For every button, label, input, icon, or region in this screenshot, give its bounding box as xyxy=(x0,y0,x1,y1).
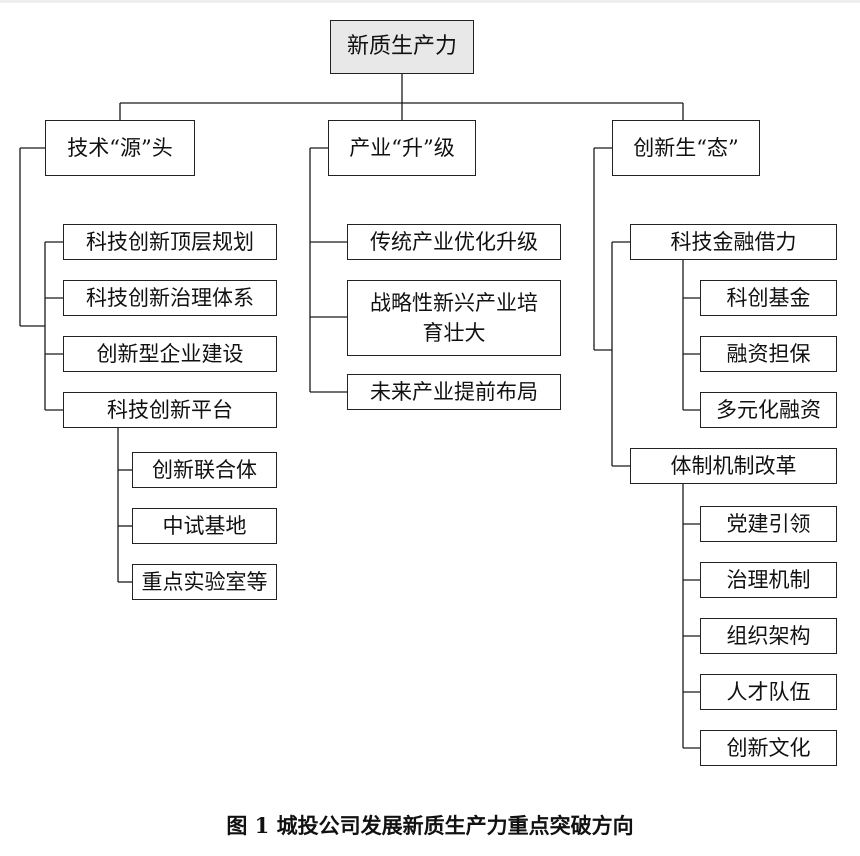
branch-node-industry-upgrade: 产业“升”级 xyxy=(328,120,476,176)
node-traditional-upgrade: 传统产业优化升级 xyxy=(347,224,561,260)
node-org-structure: 组织架构 xyxy=(700,618,837,654)
node-party-building: 党建引领 xyxy=(700,506,837,542)
node-diversified-financing: 多元化融资 xyxy=(700,392,837,428)
node-venture-fund: 科创基金 xyxy=(700,280,837,316)
root-node: 新质生产力 xyxy=(330,20,474,74)
top-border xyxy=(0,0,860,3)
branch-node-innovation-ecology: 创新生“态” xyxy=(612,120,760,176)
node-tech-finance: 科技金融借力 xyxy=(630,224,837,260)
node-tech-governance: 科技创新治理体系 xyxy=(63,280,277,316)
branch-node-tech-source: 技术“源”头 xyxy=(45,120,195,176)
node-innovative-enterprise: 创新型企业建设 xyxy=(63,336,277,372)
node-innovation-culture: 创新文化 xyxy=(700,730,837,766)
node-key-labs: 重点实验室等 xyxy=(132,564,277,600)
figure-caption: 图 1 城投公司发展新质生产力重点突破方向 xyxy=(226,813,634,838)
node-innovation-consortium: 创新联合体 xyxy=(132,452,277,488)
node-tech-top-planning: 科技创新顶层规划 xyxy=(63,224,277,260)
node-strategic-emerging: 战略性新兴产业培育壮大 xyxy=(347,280,561,356)
node-pilot-base: 中试基地 xyxy=(132,508,277,544)
node-talent-team: 人才队伍 xyxy=(700,674,837,710)
node-future-industry: 未来产业提前布局 xyxy=(347,374,561,410)
node-financing-guarantee: 融资担保 xyxy=(700,336,837,372)
node-institutional-reform: 体制机制改革 xyxy=(630,448,837,484)
node-governance-mechanism: 治理机制 xyxy=(700,562,837,598)
node-tech-platform: 科技创新平台 xyxy=(63,392,277,428)
